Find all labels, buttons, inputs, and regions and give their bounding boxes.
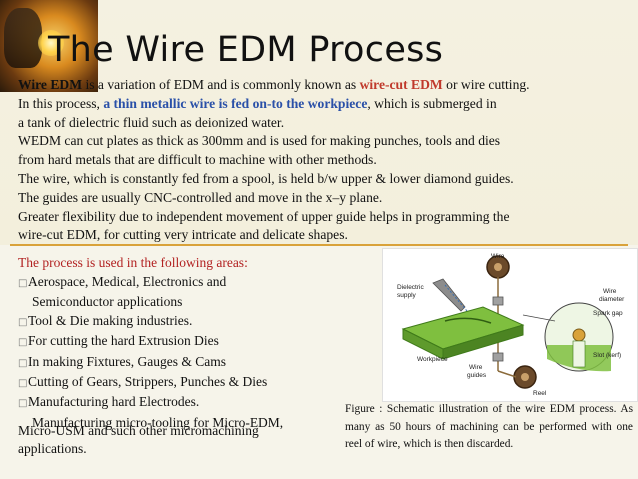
list-item-text: Semiconductor applications xyxy=(32,294,183,310)
areas-heading: The process is used in the following are… xyxy=(18,255,248,270)
detail-wire-cross-section xyxy=(572,328,586,342)
welding-photo xyxy=(0,0,98,92)
bullet-icon: □ xyxy=(18,278,28,289)
list-item-text: Manufacturing micro-tooling for Micro-ED… xyxy=(32,414,284,430)
figure-caption: Figure : Schematic illustration of the w… xyxy=(345,401,633,454)
lower-guide-icon xyxy=(492,352,504,362)
bullet-icon: □ xyxy=(18,378,28,390)
list-item-text: For cutting the hard Extrusion Dies xyxy=(28,333,219,349)
intro-text: or wire cutting. xyxy=(442,77,530,92)
section-divider xyxy=(10,244,628,246)
spark-flare xyxy=(38,30,64,56)
bullet-icon: □ xyxy=(18,316,28,328)
caption-text: Figure : Schematic illustration of the w… xyxy=(345,403,633,451)
upper-guide-icon xyxy=(492,296,504,306)
list-item: Semiconductor applications xyxy=(18,293,338,311)
list-item: Manufacturing micro-tooling for Micro-ED… xyxy=(18,414,338,432)
term-wire-edm: Wire EDM xyxy=(18,77,83,92)
intro-line-6: The wire, which is constantly fed from a… xyxy=(18,170,514,186)
list-item: □For cutting the hard Extrusion Dies xyxy=(18,332,338,352)
label-wire-guides-1: Wire xyxy=(469,364,483,371)
list-item: □Cutting of Gears, Strippers, Punches & … xyxy=(18,373,338,393)
bullet-icon: □ xyxy=(18,337,28,349)
intro-text: In this process, xyxy=(18,95,104,111)
intro-text: is a variation of EDM and is commonly kn… xyxy=(82,77,360,92)
label-workpiece: Workpiece xyxy=(417,356,448,363)
dielectric-flow xyxy=(444,284,468,312)
highlighted-phrase: a thin metallic wire is fed on-to the wo… xyxy=(103,95,368,111)
term-wire-cut-edm: wire-cut EDM xyxy=(359,77,443,92)
list-item-text: Tool & Die making industries. xyxy=(28,312,193,328)
intro-line-5: from hard metals that are difficult to m… xyxy=(18,152,377,168)
intro-paragraph: Wire EDM is a variation of EDM and is co… xyxy=(18,76,634,245)
slide-title: The Wire EDM Process xyxy=(48,30,444,70)
wire-edm-schematic: Wire Dielectric supply Wire diameter Spa… xyxy=(382,248,638,402)
reel-hub xyxy=(521,373,529,381)
list-item-text: Manufacturing hard Electrodes. xyxy=(28,394,200,410)
upper-spool-hub xyxy=(494,263,502,271)
detail-kerf xyxy=(572,340,586,368)
areas-list: □Aerospace, Medical, Electronics and Sem… xyxy=(18,273,338,432)
label-wire-diameter-1: Wire xyxy=(603,288,617,295)
list-item-text: Aerospace, Medical, Electronics and xyxy=(28,274,227,289)
continuation-line-1: Micro-USM and such other micromachining xyxy=(18,423,259,438)
slide-background xyxy=(0,0,638,245)
list-item: □Aerospace, Medical, Electronics and xyxy=(18,273,338,293)
list-item: □In making Fixtures, Gauges & Cams xyxy=(18,353,338,373)
label-wire: Wire xyxy=(491,253,505,260)
label-slot: Slot (kerf) xyxy=(593,352,621,359)
bullet-icon: □ xyxy=(18,357,28,369)
intro-line-4: WEDM can cut plates as thick as 300mm an… xyxy=(18,133,501,149)
cut-slot xyxy=(444,317,492,324)
workpiece-front xyxy=(442,324,524,360)
areas-continuation: Micro-USM and such other micromachining … xyxy=(18,422,338,459)
intro-line-7: The guides are usually CNC-controlled an… xyxy=(18,189,383,205)
schematic-diagram: Wire Dielectric supply Wire diameter Spa… xyxy=(397,253,625,397)
list-item-text: Cutting of Gears, Strippers, Punches & D… xyxy=(28,374,268,390)
intro-line-3: a tank of dielectric fluid such as deion… xyxy=(18,114,285,130)
list-item-text: In making Fixtures, Gauges & Cams xyxy=(28,353,226,369)
continuation-line-2: applications. xyxy=(18,441,87,457)
label-supply: supply xyxy=(397,292,417,299)
label-spark-gap: Spark gap xyxy=(593,310,623,317)
label-wire-diameter-2: diameter xyxy=(599,296,625,303)
magnifier-leader xyxy=(522,314,556,322)
list-item: □Manufacturing hard Electrodes. xyxy=(18,393,338,413)
intro-line-1: Wire EDM is a variation of EDM and is co… xyxy=(18,76,634,95)
intro-line-2: In this process, a thin metallic wire is… xyxy=(18,95,634,114)
list-item: □Tool & Die making industries. xyxy=(18,312,338,332)
bullet-icon: □ xyxy=(18,398,28,410)
label-reel: Reel xyxy=(533,390,547,397)
dielectric-nozzle-icon xyxy=(432,278,466,312)
intro-text: , which is submerged in xyxy=(367,95,497,111)
label-dielectric: Dielectric xyxy=(397,284,424,291)
welder-helmet-shape xyxy=(4,8,42,68)
wire-to-reel xyxy=(497,370,517,378)
intro-line-8: Greater flexibility due to independent m… xyxy=(18,208,510,224)
intro-line-9: wire-cut EDM, for cutting very intricate… xyxy=(18,227,348,243)
label-wire-guides-2: guides xyxy=(467,372,487,379)
